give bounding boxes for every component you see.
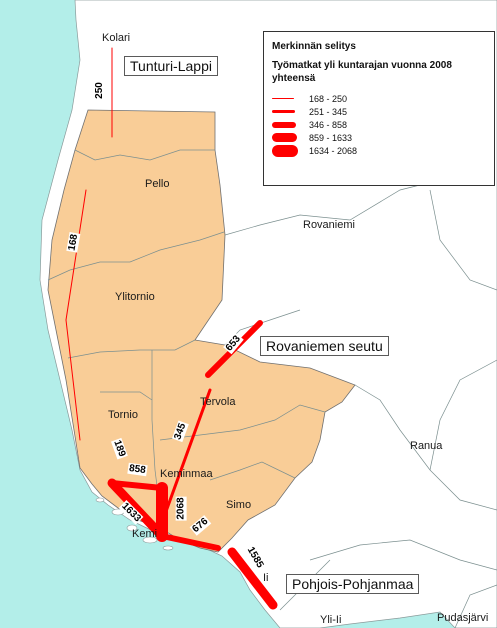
town-kemi: Kemi	[132, 528, 158, 540]
legend-subtitle: Työmatkat yli kuntarajan vuonna 2008 yht…	[272, 60, 452, 84]
flow-tervola	[158, 388, 212, 530]
town-ranua: Ranua	[410, 440, 443, 452]
legend-swatch	[272, 144, 308, 157]
flow-tornio-keminmaa	[109, 480, 165, 491]
legend-title: Merkinnän selitys	[272, 41, 356, 52]
town-rovaniemi: Rovaniemi	[303, 219, 355, 231]
legend-row: 346 - 858	[272, 118, 486, 131]
flow-label-kolari: 250	[93, 81, 105, 100]
legend-range-label: 251 - 345	[309, 106, 348, 117]
legend-range-label: 168 - 250	[309, 93, 348, 104]
town-kolari: Kolari	[102, 32, 131, 44]
flow-tornio-west	[65, 319, 81, 441]
town-ii: Ii	[263, 572, 269, 584]
legend-swatch	[272, 133, 308, 142]
legend-range-label: 859 - 1633	[309, 132, 353, 143]
flow-simo	[159, 533, 221, 551]
region-rovaniemen-seutu: Rovaniemen seutu	[260, 336, 389, 356]
flow-ylitornio	[65, 189, 87, 321]
town-tervola: Tervola	[200, 396, 236, 408]
town-tornio: Tornio	[108, 409, 138, 421]
flow-tornio	[107, 478, 167, 541]
legend-row: 168 - 250	[272, 92, 486, 105]
town-pello: Pello	[145, 178, 170, 190]
town-simo: Simo	[226, 499, 252, 511]
region-pohjois-pohjanmaa: Pohjois-Pohjanmaa	[286, 574, 420, 594]
municipality-borders	[47, 149, 497, 628]
map-legend: Merkinnän selitys Työmatkat yli kuntaraj…	[263, 31, 495, 186]
legend-row: 1634 - 2068	[272, 144, 486, 157]
town-yli-ii: Yli-Ii	[320, 614, 342, 626]
legend-range-label: 1634 - 2068	[309, 145, 358, 156]
legend-row: 251 - 345	[272, 105, 486, 118]
town-pudasjarvi: Pudasjärvi	[437, 612, 489, 624]
legend-range-label: 346 - 858	[309, 119, 348, 130]
legend-swatch	[272, 98, 308, 99]
kemi-tornio-subregion	[47, 109, 356, 553]
flow-ii	[227, 547, 278, 610]
flow-label-kemi-keminmaa: 2068	[175, 496, 187, 521]
legend-swatch	[272, 110, 308, 113]
region-tunturi-lappi: Tunturi-Lappi	[124, 56, 218, 76]
legend-row: 859 - 1633	[272, 131, 486, 144]
town-keminmaa: Keminmaa	[160, 468, 213, 480]
legend-swatch	[272, 121, 308, 128]
legend-classes: 168 - 250 251 - 345 346 - 858 859 - 1633 163…	[272, 92, 486, 157]
town-ylitornio: Ylitornio	[115, 291, 155, 303]
coastal-islands	[95, 497, 174, 551]
